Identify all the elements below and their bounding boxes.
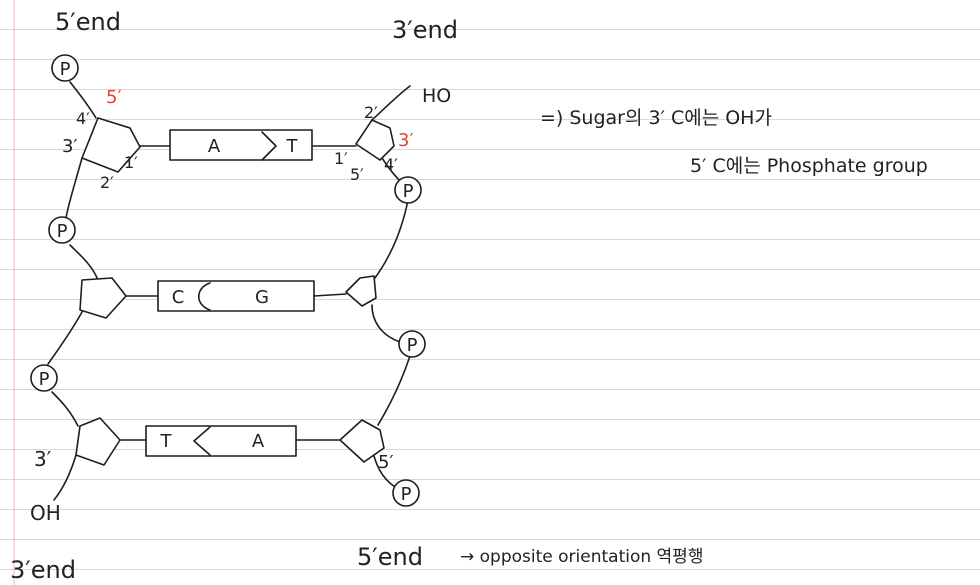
carbon-label-3: 3′ [62,136,78,157]
base-pair-3-left: T [160,431,173,452]
end-label-top-right: 3′end [392,16,458,44]
phosphate-left-1: P [51,54,79,82]
carbon-label-2: 2′ [100,173,114,192]
phosphate-right-2: P [398,330,426,358]
left-bond-sugar2-p3 [47,311,83,365]
bond-right-pair2 [313,293,347,297]
phosphate-right-3: P [392,479,420,507]
phosphate-label: P [403,181,414,202]
carbon-label-2-right: 2′ [364,103,378,122]
phosphate-left-3: P [30,364,58,392]
base-pair-3-box [145,425,297,457]
left-sugar-2 [79,277,127,319]
carbon-label-5-right: 5′ [350,165,364,184]
hydroxyl-label-bottom: OH [30,501,61,525]
right-bond-sugar1-ho [371,85,411,121]
phosphate-label: P [39,369,50,390]
end-label-bottom-right: 5′end [357,543,423,571]
left-sugar-1 [81,117,141,173]
left-bond-sugar3-oh [53,454,77,501]
right-bond-p1-sugar2 [371,199,409,283]
carbon-label-3-red: 3′ [398,130,414,151]
phosphate-left-2: P [48,216,76,244]
end-label-bottom-left: 3′end [10,556,76,584]
note-sugar-line1: =) Sugar의 3′ C에는 OH가 [540,107,772,129]
pair2-interface-curve [197,282,211,311]
base-pair-2-right: G [255,287,269,308]
left-bond-sugar1-p2 [65,157,83,219]
carbon-label-4: 4′ [76,109,90,128]
left-bond-p2-sugar2 [69,244,99,281]
end-label-top-left: 5′end [55,8,121,36]
phosphate-label: P [60,59,71,80]
base-pair-2-left: C [172,287,185,308]
phosphate-label: P [57,221,68,242]
carbon-label-3-bottom: 3′ [34,447,52,471]
carbon-label-5-bottom: 5′ [378,452,394,473]
left-sugar-3 [75,417,121,466]
right-bond-p2-sugar3 [377,355,411,426]
carbon-label-5-red: 5′ [106,87,122,108]
base-pair-3-right: A [252,431,265,452]
base-pair-1-right: T [286,136,299,157]
right-bond-sugar2-p2 [371,304,401,343]
carbon-label-1-right: 1′ [334,149,348,168]
pair1-interface-chevron [261,131,277,161]
base-pair-1-box [169,129,313,161]
right-sugar-2 [345,275,377,307]
phosphate-label: P [407,335,418,356]
left-bond-p3-sugar3 [51,391,79,427]
base-pair-2-box [157,280,315,312]
note-orientation: → opposite orientation 역평행 [460,547,703,567]
phosphate-label: P [401,484,412,505]
left-bond-p1-sugar1 [69,81,97,119]
hydroxyl-label-top: HO [422,85,451,107]
pair3-interface-chevron [193,426,211,456]
phosphate-right-1: P [394,176,422,204]
note-sugar-line2: 5′ C에는 Phosphate group [690,155,928,177]
right-sugar-1 [355,119,395,161]
base-pair-1-left: A [208,136,221,157]
carbon-label-1: 1′ [124,153,138,172]
carbon-label-4-right: 4′ [384,155,398,174]
right-sugar-3 [339,419,385,463]
